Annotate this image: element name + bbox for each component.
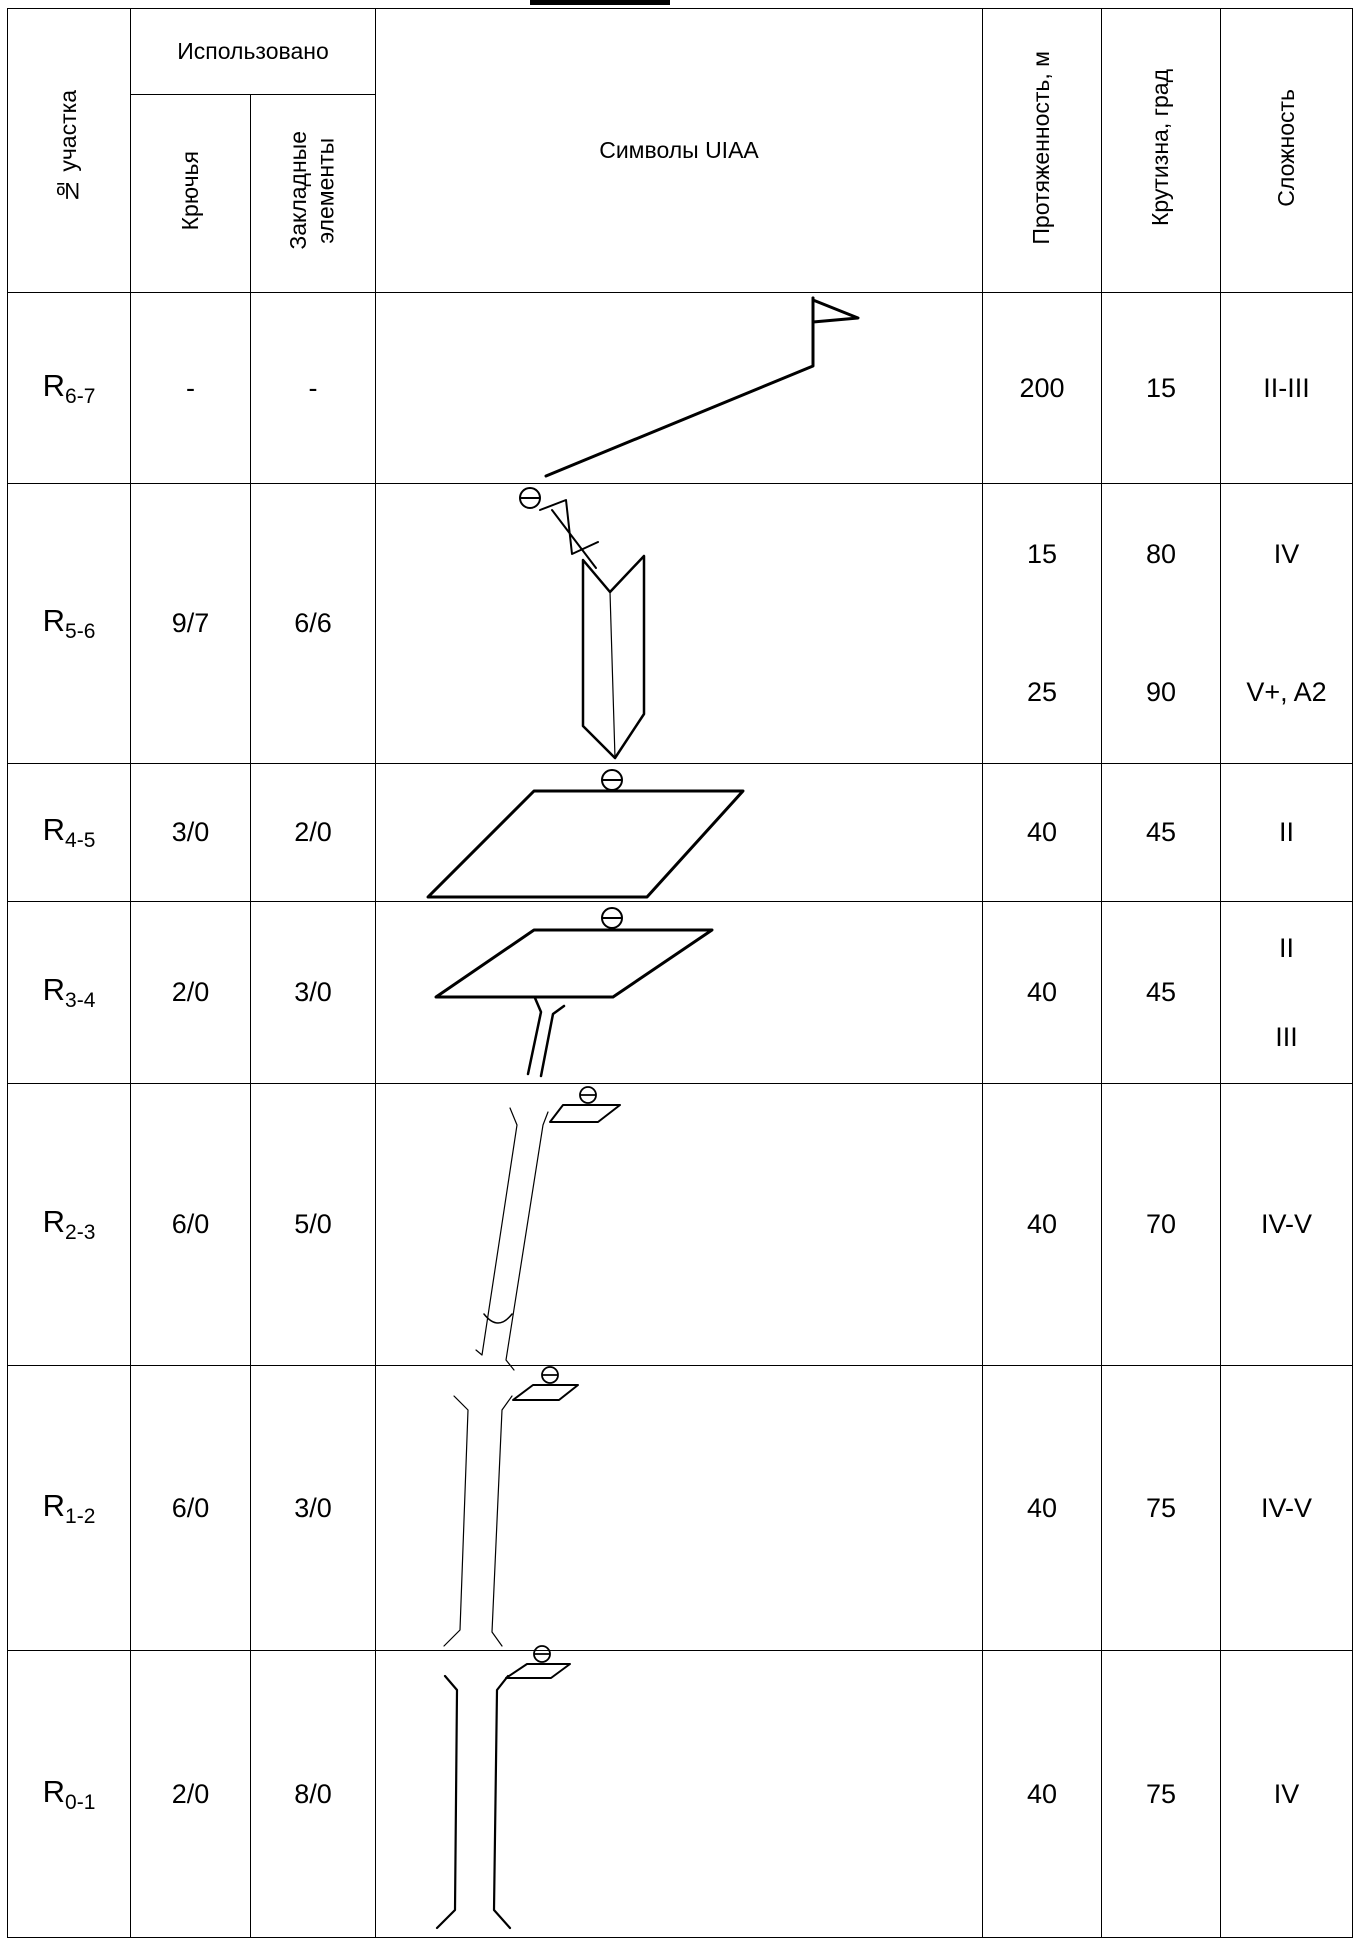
uiaa-symbol-cell	[375, 901, 983, 1084]
length-value-line: 40	[1026, 1492, 1058, 1523]
chocks-count: 3/0	[250, 1365, 376, 1651]
pitons-count: 2/0	[130, 901, 251, 1084]
segment-id: R6-7	[7, 292, 131, 484]
difficulty-value-line: V+, A2	[1246, 677, 1327, 707]
difficulty-value-line: II	[1278, 932, 1294, 963]
difficulty-value-line: III	[1275, 1021, 1298, 1052]
header-chocks: Закладные элементы	[250, 94, 376, 293]
steepness-value-line: 90	[1145, 677, 1177, 707]
difficulty-value-line: IV-V	[1260, 1209, 1313, 1239]
header-row-top: № участка Использовано Символы UIAA Прот…	[7, 8, 1353, 293]
chocks-count: 5/0	[250, 1083, 376, 1366]
header-steepness: Крутизна, град	[1101, 8, 1221, 293]
difficulty-value: IV	[1220, 1650, 1353, 1938]
chocks-count: 2/0	[250, 763, 376, 902]
steepness-value: 75	[1101, 1365, 1221, 1651]
segment-id: R1-2	[7, 1365, 131, 1651]
steepness-value-line: 45	[1145, 817, 1177, 847]
pitons-count: 3/0	[130, 763, 251, 902]
segment-id: R3-4	[7, 901, 131, 1084]
length-value: 40	[982, 1083, 1102, 1366]
length-value-line: 40	[1026, 817, 1058, 847]
difficulty-value-line: IV-V	[1260, 1492, 1313, 1523]
header-symbols: Символы UIAA	[375, 8, 983, 293]
uiaa-symbol-cell	[375, 763, 983, 902]
difficulty-value: IV-V	[1220, 1083, 1353, 1366]
segment-id: R0-1	[7, 1650, 131, 1938]
chocks-count: 8/0	[250, 1650, 376, 1938]
segment-id: R4-5	[7, 763, 131, 902]
steepness-value-line: 80	[1145, 539, 1177, 569]
steepness-value-line: 75	[1145, 1778, 1177, 1809]
header-pitons: Крючья	[130, 94, 251, 293]
pitons-count: 9/7	[130, 483, 251, 764]
steepness-value: 15	[1101, 292, 1221, 484]
length-value: 40	[982, 901, 1102, 1084]
length-value: 40	[982, 1650, 1102, 1938]
header-used-group: Использовано	[130, 8, 376, 95]
uiaa-symbol-cell	[375, 292, 983, 484]
uiaa-symbol-cell	[375, 483, 983, 764]
uiaa-symbol-cell	[375, 1083, 983, 1366]
table-row: R6-7-- 200 15 II-III	[7, 292, 1353, 484]
header-difficulty: Сложность	[1220, 8, 1353, 293]
title-fragment	[530, 0, 670, 5]
uiaa-symbol-cell	[375, 1650, 983, 1938]
pitons-count: 6/0	[130, 1365, 251, 1651]
length-value-line: 200	[1019, 372, 1065, 403]
difficulty-value: II-III	[1220, 292, 1353, 484]
difficulty-value: IV-V	[1220, 1365, 1353, 1651]
route-table: № участка Использовано Символы UIAA Прот…	[7, 8, 1353, 1938]
difficulty-value: IV V+, A2	[1220, 483, 1353, 764]
length-value-line: 25	[1026, 677, 1058, 707]
uiaa-symbol-cell	[375, 1365, 983, 1651]
difficulty-value-line: IV	[1273, 1778, 1300, 1809]
steepness-value-line: 15	[1145, 372, 1177, 403]
pitons-count: 2/0	[130, 1650, 251, 1938]
segment-id: R2-3	[7, 1083, 131, 1366]
length-value-line: 40	[1026, 1778, 1058, 1809]
pitons-count: -	[130, 292, 251, 484]
steepness-value: 45	[1101, 901, 1221, 1084]
steepness-value-line: 70	[1145, 1209, 1177, 1239]
header-segment-no: № участка	[7, 8, 131, 293]
difficulty-value-line: IV	[1273, 539, 1300, 569]
steepness-value-line: 75	[1145, 1492, 1177, 1523]
difficulty-value: II	[1220, 763, 1353, 902]
steepness-value: 75	[1101, 1650, 1221, 1938]
difficulty-value-line: II-III	[1263, 372, 1310, 403]
header-length: Протяженность, м	[982, 8, 1102, 293]
steepness-value: 45	[1101, 763, 1221, 902]
length-value-line: 40	[1026, 1209, 1058, 1239]
steepness-value: 80 90	[1101, 483, 1221, 764]
difficulty-value-line: II	[1278, 817, 1294, 847]
length-value-line: 15	[1026, 539, 1058, 569]
length-value-line: 40	[1026, 977, 1058, 1007]
chocks-count: 6/6	[250, 483, 376, 764]
chocks-count: -	[250, 292, 376, 484]
chocks-count: 3/0	[250, 901, 376, 1084]
steepness-value: 70	[1101, 1083, 1221, 1366]
steepness-value-line: 45	[1145, 977, 1177, 1007]
segment-id: R5-6	[7, 483, 131, 764]
length-value: 40	[982, 763, 1102, 902]
length-value: 40	[982, 1365, 1102, 1651]
pitons-count: 6/0	[130, 1083, 251, 1366]
length-value: 200	[982, 292, 1102, 484]
